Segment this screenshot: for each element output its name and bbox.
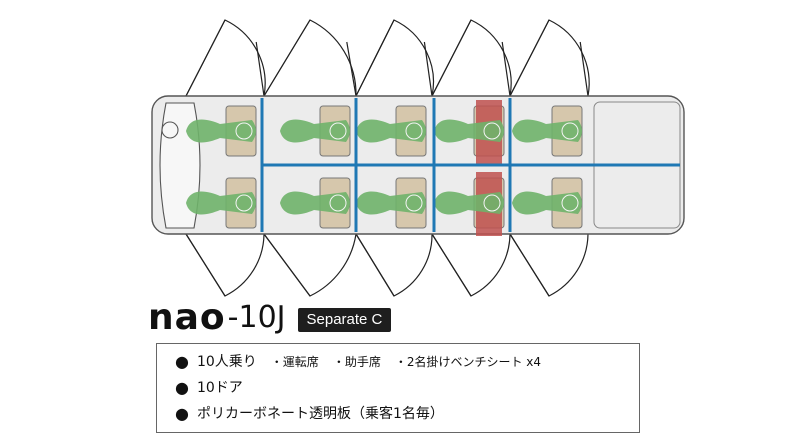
capacity-label: 10人乗り xyxy=(196,354,257,370)
bullet-icon: ● xyxy=(175,351,189,371)
seat xyxy=(512,177,583,229)
steering-wheel-icon xyxy=(161,121,179,139)
seat-item-driver: ・運転席 xyxy=(270,354,319,369)
door-arc-top xyxy=(431,19,512,97)
seat xyxy=(434,100,505,164)
door-arc-bottom xyxy=(509,233,589,297)
spec-capacity: ● 10人乗り ・運転席 ・助手席 ・2名掛けベンチシート x4 xyxy=(175,348,639,374)
door-swing-arcs xyxy=(185,19,590,297)
door-arc-bottom xyxy=(263,233,357,297)
seat xyxy=(356,105,427,157)
door-arc-top xyxy=(509,19,590,97)
door-panel-bottom xyxy=(185,233,226,297)
seat xyxy=(512,105,583,157)
model-title: nao -10J Separate C xyxy=(148,297,392,338)
door-panel-bottom xyxy=(263,233,311,297)
seat xyxy=(434,172,505,236)
seat xyxy=(186,177,257,229)
door-panel-top xyxy=(431,19,472,97)
door-panel-top xyxy=(185,19,226,97)
seat xyxy=(280,105,351,157)
door-arc-bottom xyxy=(185,233,265,297)
vehicle-floorplan-diagram xyxy=(151,19,685,297)
model-name: nao xyxy=(148,297,226,338)
seat-layout xyxy=(186,100,583,236)
variant-badge: Separate C xyxy=(297,308,392,332)
seat xyxy=(356,177,427,229)
seat xyxy=(186,105,257,157)
seat-item-bench: ・2名掛けベンチシート x4 xyxy=(394,354,542,369)
door-edge-top xyxy=(346,41,357,97)
door-arc-bottom xyxy=(355,233,433,297)
door-panel-top xyxy=(263,19,311,97)
door-panel-bottom xyxy=(509,233,550,297)
door-arc-top xyxy=(355,19,435,97)
door-panel-top xyxy=(509,19,550,97)
door-arc-top xyxy=(263,19,357,97)
door-edge-top xyxy=(423,41,433,97)
door-panel-bottom xyxy=(355,233,395,297)
model-code: -10J xyxy=(227,300,286,335)
door-edge-top xyxy=(501,41,511,97)
door-arc-top xyxy=(185,19,266,97)
door-edge-top xyxy=(579,41,589,97)
bullet-icon: ● xyxy=(175,403,189,423)
spec-list: ● 10人乗り ・運転席 ・助手席 ・2名掛けベンチシート x4 ● 10ドア … xyxy=(156,343,640,433)
doors-label: 10ドア xyxy=(196,380,243,396)
seat xyxy=(280,177,351,229)
spec-doors: ● 10ドア xyxy=(175,374,639,400)
bullet-icon: ● xyxy=(175,377,189,397)
door-panel-bottom xyxy=(431,233,472,297)
spec-partition: ● ポリカーボネート透明板（乗客1名毎） xyxy=(175,400,639,426)
door-edge-top xyxy=(255,41,265,97)
partition-label: ポリカーボネート透明板（乗客1名毎） xyxy=(196,406,444,422)
polycarbonate-partitions xyxy=(260,98,680,232)
door-arc-bottom xyxy=(431,233,511,297)
door-panel-top xyxy=(355,19,395,97)
seat-item-passenger: ・助手席 xyxy=(332,354,381,369)
